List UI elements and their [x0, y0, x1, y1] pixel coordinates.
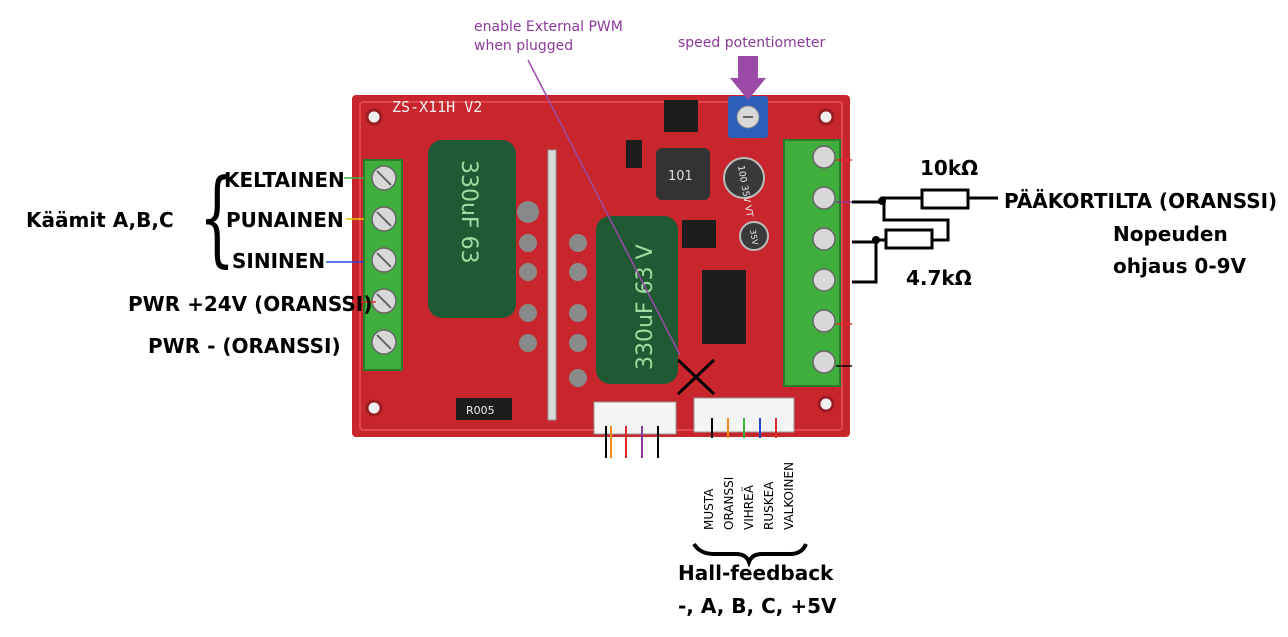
hall-feedback-signals: -, A, B, C, +5V	[678, 594, 837, 618]
speed-potentiometer-note: speed potentiometer	[678, 35, 826, 51]
pwm-wires	[605, 426, 659, 458]
windings-brace: {	[198, 156, 236, 278]
svg-text:330uF 63: 330uF 63	[456, 160, 481, 264]
pwm-connector	[593, 401, 677, 435]
pwm-pointer-line	[527, 59, 681, 356]
pot-arrow	[730, 56, 766, 100]
silkscreen-label: ZS-X11H V2	[392, 98, 482, 116]
mounting-holes	[365, 108, 835, 417]
windings-label: Käämit A,B,C	[26, 208, 174, 232]
label-main-board: PÄÄKORTILTA (ORANSSI)	[1004, 189, 1278, 213]
svg-text:R005: R005	[466, 404, 495, 417]
label-4-7k: 4.7kΩ	[906, 266, 972, 290]
hall-wire-green: VIHREÄ	[742, 485, 756, 530]
hall-brace	[692, 542, 808, 568]
hall-feedback-title: Hall-feedback	[678, 561, 834, 585]
svg-text:35V: 35V	[748, 229, 760, 246]
right-terminal-block	[783, 139, 841, 387]
hall-wire-brown: RUSKEA	[762, 481, 776, 530]
label-punainen: PUNAINEN	[226, 208, 344, 232]
label-10k: 10kΩ	[920, 156, 979, 180]
label-sininen: SININEN	[232, 249, 326, 273]
hall-wire-white: VALKOINEN	[782, 461, 796, 530]
diode	[626, 140, 642, 168]
ic-main	[702, 270, 746, 344]
small-capacitor-1	[723, 157, 765, 199]
small-capacitor-2	[739, 221, 769, 251]
ic-top	[664, 100, 698, 132]
label-pwr-minus: PWR - (ORANSSI)	[148, 334, 341, 358]
capacitor-right	[596, 216, 678, 384]
label-speed-control-1: Nopeuden	[1113, 222, 1228, 246]
ic-small	[682, 220, 716, 248]
svg-text:330uF 63 V: 330uF 63 V	[633, 244, 658, 370]
external-pwm-note: enable External PWM when plugged	[474, 19, 623, 54]
hall-wire-black: MUSTA	[702, 488, 716, 530]
hall-wire-orange: ORANSSI	[722, 476, 736, 530]
label-speed-control-2: ohjaus 0-9V	[1113, 254, 1247, 278]
right-terminal-screws	[812, 145, 836, 374]
label-keltainen: KELTAINEN	[224, 168, 345, 192]
label-pwr-plus: PWR +24V (ORANSSI)	[128, 292, 373, 316]
resistor-r005	[456, 398, 512, 420]
transistor-rows	[517, 201, 587, 387]
svg-text:101: 101	[668, 169, 693, 184]
heatsink-bar	[547, 149, 557, 421]
inductor	[656, 148, 710, 200]
capacitor-left	[428, 140, 516, 318]
hall-wires	[711, 418, 777, 438]
cross-mark	[676, 358, 716, 396]
